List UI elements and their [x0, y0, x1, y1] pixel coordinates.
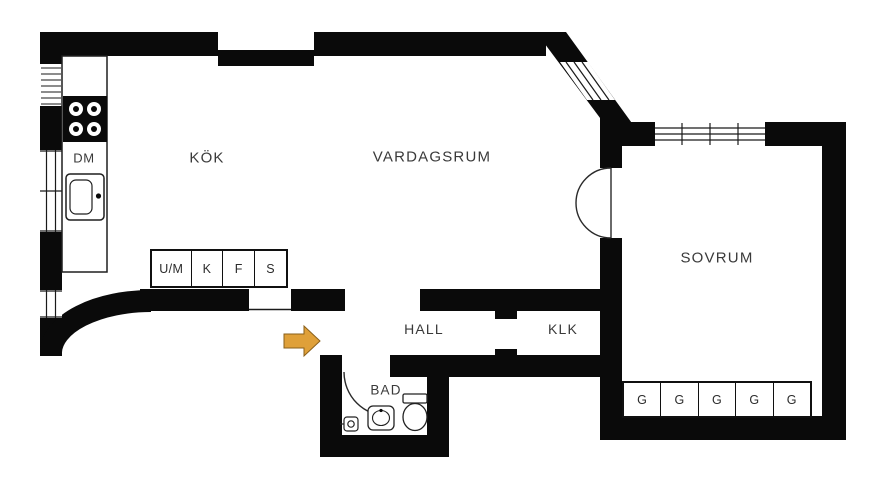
- appliance-row: U/M K F S: [150, 249, 288, 288]
- window-left-3: [40, 290, 62, 318]
- wall-top-right: [314, 32, 546, 56]
- window-diagonal: [560, 61, 615, 101]
- wall-curved-corner: [40, 290, 152, 354]
- appliance-cell-um: U/M: [159, 261, 184, 276]
- wall-bedroom-left-lower: [600, 238, 622, 416]
- kitchen-counter: [61, 55, 108, 273]
- wall-bath-bottom: [320, 435, 449, 457]
- wall-hall-top: [420, 289, 605, 311]
- sink-icon: [65, 173, 105, 221]
- room-label-kitchen: KÖK: [189, 149, 225, 167]
- bedroom-door-arc: [575, 167, 612, 239]
- window-left-1: [40, 64, 62, 106]
- wardrobe-cell: G: [772, 383, 810, 416]
- appliance-cell-s: S: [254, 251, 286, 286]
- wall-top-left: [40, 32, 218, 56]
- walls: [40, 32, 846, 457]
- wall-hall-klk-divider-top: [495, 311, 517, 319]
- kitchen-wall-niche: [249, 289, 291, 311]
- appliance-cell-k: K: [190, 251, 223, 286]
- dishwasher-label: DM: [73, 150, 95, 166]
- wall-right: [822, 122, 846, 440]
- wall-bedroom-left-upper: [600, 110, 622, 168]
- washbasin-icon: [367, 405, 395, 431]
- stove-icon: [63, 96, 107, 142]
- floor-drain-icon: [340, 416, 359, 432]
- wardrobe-cell: G: [637, 392, 648, 407]
- wall-bedroom-bottom: [600, 416, 846, 440]
- window-bedroom-top: [655, 122, 765, 146]
- wall-bath-left: [320, 355, 342, 457]
- wall-hall-bottom: [390, 355, 605, 377]
- wall-kitchen-bottom: [140, 289, 345, 311]
- wardrobe-cell: G: [735, 383, 772, 416]
- wall-top-jog: [218, 50, 314, 66]
- room-label-bedroom: SOVRUM: [680, 249, 754, 267]
- room-label-closet: KLK: [547, 321, 579, 337]
- toilet-icon: [402, 393, 428, 432]
- room-label-bathroom: BAD: [370, 382, 402, 398]
- appliance-cell-f: F: [222, 251, 254, 286]
- wall-bath-right: [427, 377, 449, 435]
- wardrobe-cell: G: [660, 383, 697, 416]
- room-label-living: VARDAGSRUM: [372, 148, 492, 166]
- entrance-arrow-icon: [283, 324, 321, 358]
- wardrobe-cell: G: [697, 383, 735, 416]
- room-label-hall: HALL: [404, 321, 444, 337]
- window-left-2: [40, 150, 62, 232]
- wardrobe-row: G G G G G: [622, 381, 812, 418]
